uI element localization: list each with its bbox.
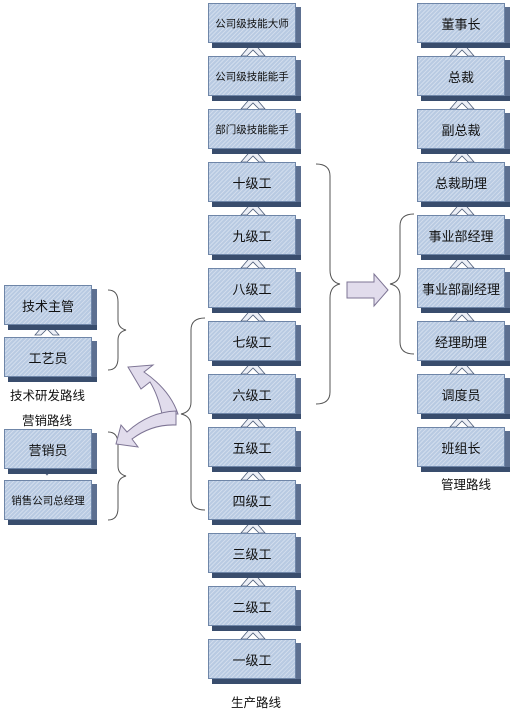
production-box-11: 三级工 xyxy=(208,533,301,578)
production-box-6: 八级工 xyxy=(208,268,301,313)
management-box-label: 调度员 xyxy=(417,374,505,414)
production-box-label: 一级工 xyxy=(208,639,296,679)
production-box-13: 一级工 xyxy=(208,639,301,684)
curved-arrow-to-tech xyxy=(127,364,179,415)
management-bracket-left xyxy=(389,213,415,355)
production-box-3: 部门级技能能手 xyxy=(208,109,301,154)
marketing-box-1: 营销员 xyxy=(4,429,97,474)
management-box-label: 班组长 xyxy=(417,427,505,467)
production-box-1: 公司级技能大师 xyxy=(208,3,301,48)
curved-arrow-to-marketing xyxy=(115,410,177,448)
tech-route-label: 技术研发路线 xyxy=(10,388,86,403)
production-box-12: 二级工 xyxy=(208,586,301,631)
production-box-label: 部门级技能能手 xyxy=(208,109,296,149)
tech-box-label: 工艺员 xyxy=(4,337,92,377)
production-box-label: 二级工 xyxy=(208,586,296,626)
management-box-label: 事业部副经理 xyxy=(417,268,505,308)
production-box-8: 六级工 xyxy=(208,374,301,419)
management-box-7: 经理助理 xyxy=(417,321,510,366)
production-box-4: 十级工 xyxy=(208,162,301,207)
production-box-label: 十级工 xyxy=(208,162,296,202)
management-box-label: 总裁 xyxy=(417,56,505,96)
marketing-box-label: 营销员 xyxy=(4,429,92,469)
production-box-label: 三级工 xyxy=(208,533,296,573)
tech-box-2: 工艺员 xyxy=(4,337,97,382)
production-box-label: 六级工 xyxy=(208,374,296,414)
management-box-2: 总裁 xyxy=(417,56,510,101)
marketing-box-2: 销售公司总经理 xyxy=(4,480,97,525)
arrow-to-management xyxy=(346,272,389,308)
production-box-7: 七级工 xyxy=(208,321,301,366)
production-box-10: 四级工 xyxy=(208,480,301,525)
management-box-1: 董事长 xyxy=(417,3,510,48)
management-box-5: 事业部经理 xyxy=(417,215,510,260)
production-box-label: 公司级技能大师 xyxy=(208,3,296,43)
management-box-4: 总裁助理 xyxy=(417,162,510,207)
management-box-8: 调度员 xyxy=(417,374,510,419)
management-box-9: 班组长 xyxy=(417,427,510,472)
marketing-box-label: 销售公司总经理 xyxy=(4,480,92,520)
management-box-label: 经理助理 xyxy=(417,321,505,361)
production-box-label: 公司级技能能手 xyxy=(208,56,296,96)
marketing-route-label: 营销路线 xyxy=(22,413,73,428)
management-box-label: 董事长 xyxy=(417,3,505,43)
production-box-label: 七级工 xyxy=(208,321,296,361)
production-box-label: 九级工 xyxy=(208,215,296,255)
production-route-label: 生产路线 xyxy=(231,695,282,710)
management-box-label: 副总裁 xyxy=(417,109,505,149)
management-box-3: 副总裁 xyxy=(417,109,510,154)
tech-box-1: 技术主管 xyxy=(4,285,97,330)
production-box-5: 九级工 xyxy=(208,215,301,260)
production-bracket-right xyxy=(315,163,341,405)
production-box-label: 八级工 xyxy=(208,268,296,308)
tech-box-label: 技术主管 xyxy=(4,285,92,325)
production-box-9: 五级工 xyxy=(208,427,301,472)
production-box-label: 五级工 xyxy=(208,427,296,467)
tech-bracket xyxy=(107,289,127,371)
management-box-label: 总裁助理 xyxy=(417,162,505,202)
production-box-label: 四级工 xyxy=(208,480,296,520)
management-box-6: 事业部副经理 xyxy=(417,268,510,313)
production-bracket-left xyxy=(180,317,206,511)
production-box-2: 公司级技能能手 xyxy=(208,56,301,101)
management-route-label: 管理路线 xyxy=(441,477,492,492)
management-box-label: 事业部经理 xyxy=(417,215,505,255)
